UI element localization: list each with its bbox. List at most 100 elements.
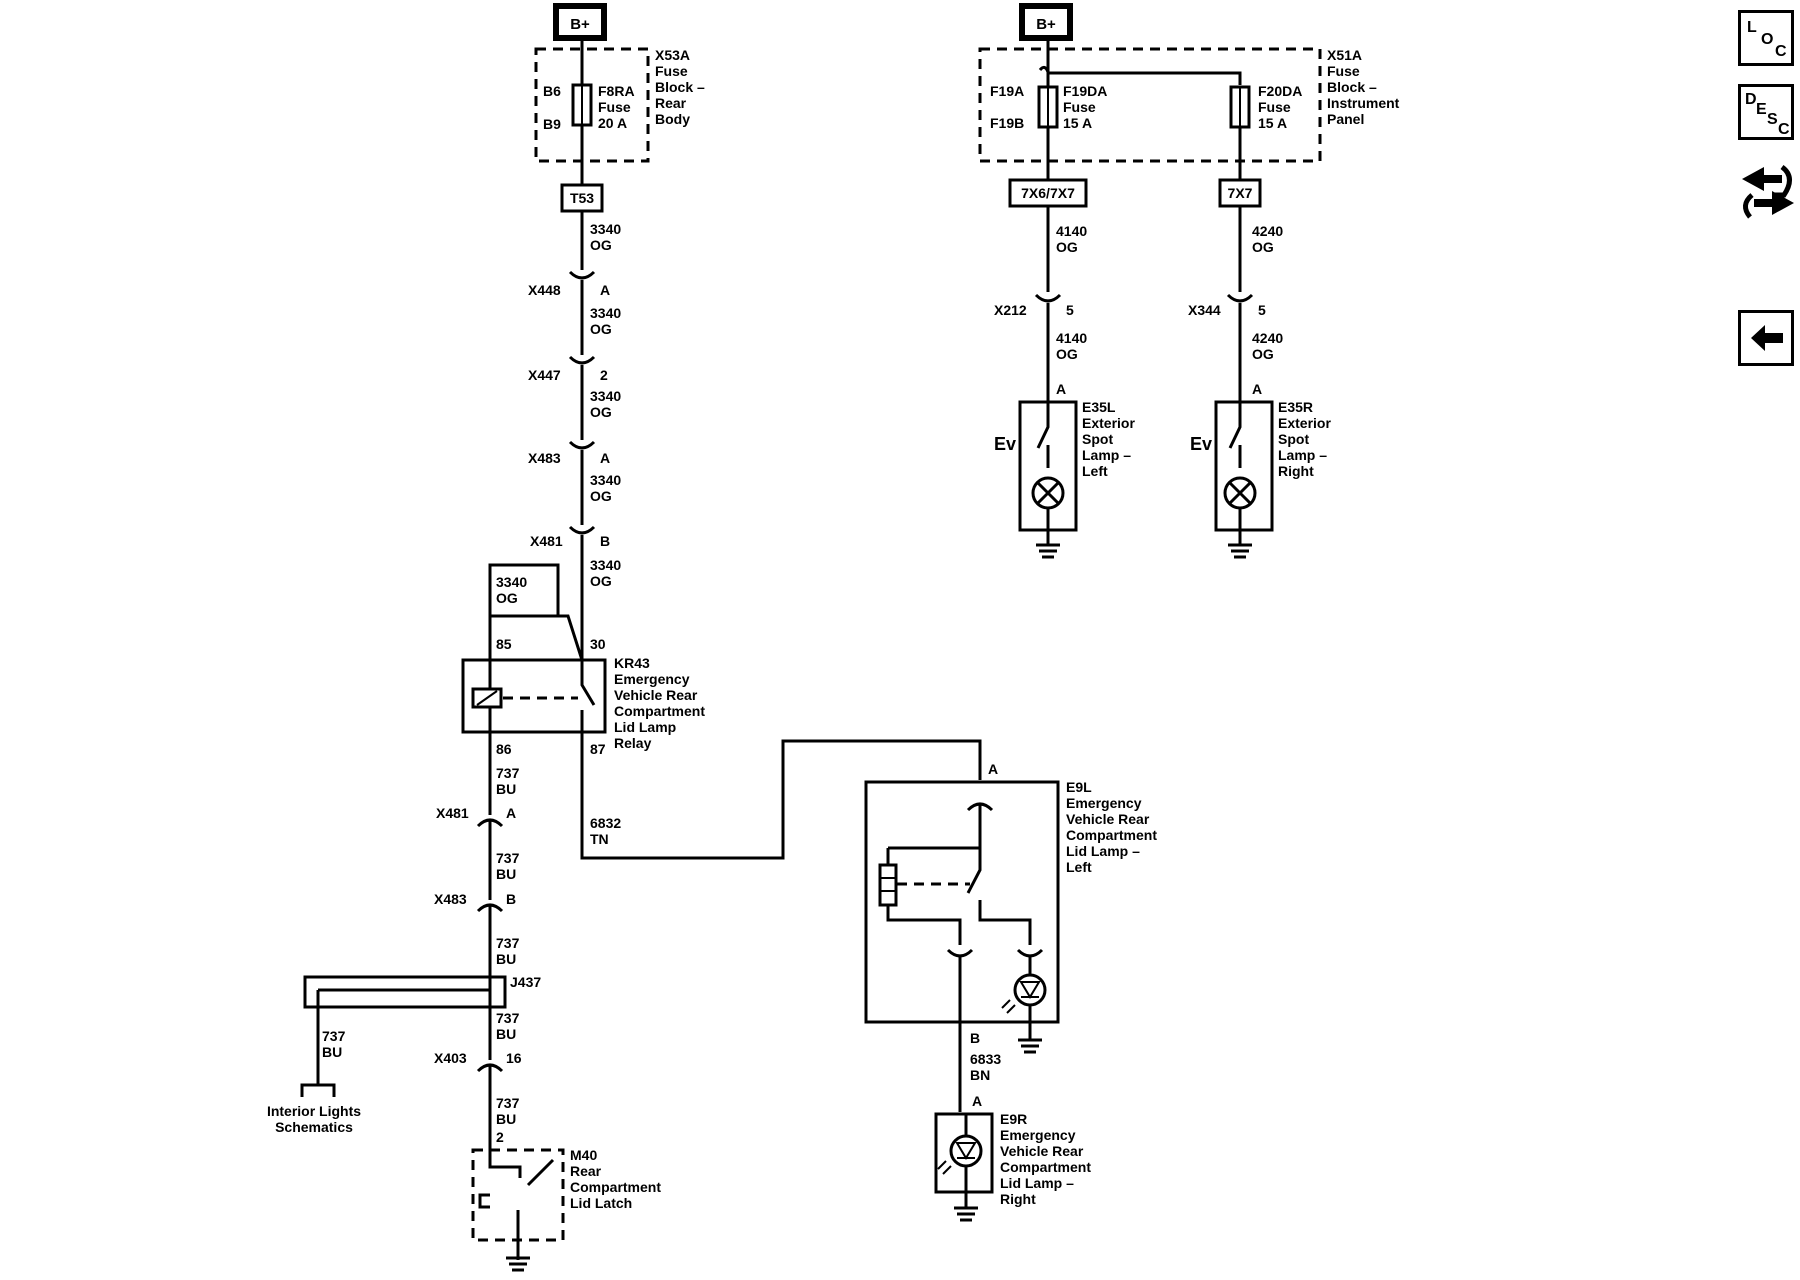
back-arrow-icon: [1751, 325, 1783, 351]
svg-text:F20DA: F20DA: [1258, 83, 1302, 99]
svg-text:Schematics: Schematics: [275, 1119, 353, 1135]
svg-text:7X6/7X7: 7X6/7X7: [1021, 185, 1075, 201]
svg-text:X481: X481: [530, 533, 563, 549]
svg-text:2: 2: [496, 1129, 504, 1145]
svg-text:BU: BU: [496, 1026, 516, 1042]
lamp-e9l: A E9L Emergency Vehicle Rear Compartment…: [864, 761, 1157, 1054]
splice-j437: J437: [303, 974, 541, 1085]
svg-text:E9R: E9R: [1000, 1111, 1027, 1127]
wire-3340-jumper-85: [488, 563, 560, 618]
svg-text:X483: X483: [434, 891, 467, 907]
svg-text:T53: T53: [570, 190, 594, 206]
back-button[interactable]: [1738, 310, 1794, 366]
svg-text:Spot: Spot: [1278, 431, 1309, 447]
svg-text:Left: Left: [1082, 463, 1108, 479]
svg-text:OG: OG: [1056, 239, 1078, 255]
connector-swap-icon: [1742, 164, 1794, 219]
svg-text:6833: 6833: [970, 1051, 1001, 1067]
svg-text:A: A: [600, 282, 610, 298]
svg-text:A: A: [506, 805, 516, 821]
svg-text:OG: OG: [590, 237, 612, 253]
fuse-block-x53a: X53A Fuse Block – Rear Body B6 B9 F8RA F…: [534, 47, 705, 163]
svg-text:5: 5: [1066, 302, 1074, 318]
x53a-pin-b6: B6: [543, 83, 561, 99]
svg-text:737: 737: [496, 765, 520, 781]
connector-x212: X212 5: [994, 293, 1074, 318]
connector-x481-b: X481 B: [530, 525, 610, 549]
relay-pin-85: 85: [496, 636, 512, 652]
svg-text:Fuse: Fuse: [1063, 99, 1096, 115]
svg-text:X403: X403: [434, 1050, 467, 1066]
b-plus-source-left: B+: [553, 3, 607, 41]
svg-text:A: A: [1252, 381, 1262, 397]
svg-text:OG: OG: [590, 573, 612, 589]
svg-text:Panel: Panel: [1327, 111, 1364, 127]
svg-text:Lamp –: Lamp –: [1278, 447, 1327, 463]
svg-text:F19B: F19B: [990, 115, 1024, 131]
svg-text:Lid Latch: Lid Latch: [570, 1195, 632, 1211]
b-plus-label: B+: [570, 16, 590, 33]
svg-text:BU: BU: [496, 1111, 516, 1127]
svg-text:OG: OG: [590, 321, 612, 337]
svg-text:Body: Body: [655, 111, 690, 127]
svg-text:Vehicle Rear: Vehicle Rear: [1000, 1143, 1084, 1159]
loc-button[interactable]: L O C: [1738, 10, 1794, 66]
svg-text:A: A: [988, 761, 998, 777]
svg-text:737: 737: [496, 935, 520, 951]
svg-text:Left: Left: [1066, 859, 1092, 875]
latch-ground-symbol: [506, 1256, 530, 1272]
svg-text:Compartment: Compartment: [1000, 1159, 1091, 1175]
wire-6832-tn: [580, 732, 982, 860]
connector-x483-b: X483 B: [434, 891, 516, 913]
svg-text:X212: X212: [994, 302, 1027, 318]
svg-text:737: 737: [496, 850, 520, 866]
svg-text:2: 2: [600, 367, 608, 383]
latch-m40: 2 M40 Rear Compartment Lid Latch: [471, 1129, 661, 1272]
svg-text:A: A: [600, 450, 610, 466]
svg-text:F19DA: F19DA: [1063, 83, 1107, 99]
svg-text:B: B: [970, 1030, 980, 1046]
svg-text:4140: 4140: [1056, 330, 1087, 346]
svg-text:7X7: 7X7: [1228, 185, 1253, 201]
svg-text:4240: 4240: [1252, 223, 1283, 239]
connector-x403: X403 16: [434, 1050, 522, 1073]
svg-text:Ev: Ev: [994, 434, 1016, 454]
svg-text:3340: 3340: [590, 557, 621, 573]
svg-text:20 A: 20 A: [598, 115, 627, 131]
connector-x483-a: X483 A: [528, 440, 610, 466]
svg-text:Lid Lamp –: Lid Lamp –: [1000, 1175, 1074, 1191]
svg-text:OG: OG: [1252, 346, 1274, 362]
svg-text:Rear: Rear: [570, 1163, 602, 1179]
terminal-7x6-7x7: 7X6/7X7: [1008, 178, 1088, 208]
b-plus-source-right: B+: [1019, 3, 1073, 41]
led-lamp-icon: [1013, 973, 1047, 1007]
svg-text:BN: BN: [970, 1067, 990, 1083]
relay-pin-87: 87: [590, 741, 606, 757]
svg-text:Block –: Block –: [655, 79, 705, 95]
connector-swap-button[interactable]: [1738, 155, 1798, 225]
svg-text:3340: 3340: [590, 305, 621, 321]
svg-text:Lid Lamp –: Lid Lamp –: [1066, 843, 1140, 859]
connector-x448: X448 A: [528, 270, 610, 298]
terminal-7x7: 7X7: [1218, 178, 1262, 208]
desc-button[interactable]: D E S C: [1738, 84, 1794, 140]
svg-text:Fuse: Fuse: [655, 63, 688, 79]
svg-text:Emergency: Emergency: [1000, 1127, 1076, 1143]
terminal-t53: T53: [560, 183, 604, 213]
relay-pin-86: 86: [496, 741, 512, 757]
wire-relay-30-link: [558, 614, 584, 661]
svg-text:OG: OG: [1056, 346, 1078, 362]
svg-text:737: 737: [496, 1095, 520, 1111]
svg-text:Vehicle Rear: Vehicle Rear: [614, 687, 698, 703]
svg-text:737: 737: [496, 1010, 520, 1026]
svg-text:Emergency: Emergency: [614, 671, 690, 687]
interior-lights-ref: Interior Lights: [267, 1103, 361, 1119]
svg-text:16: 16: [506, 1050, 522, 1066]
lamp-e35r: A Ev E35R Exterior Spot Lamp – Right: [1190, 381, 1331, 559]
svg-text:Exterior: Exterior: [1082, 415, 1135, 431]
svg-text:E35R: E35R: [1278, 399, 1313, 415]
svg-text:Lamp –: Lamp –: [1082, 447, 1131, 463]
ground-symbol: [954, 1206, 978, 1222]
svg-text:X483: X483: [528, 450, 561, 466]
relay-pin-30: 30: [590, 636, 606, 652]
